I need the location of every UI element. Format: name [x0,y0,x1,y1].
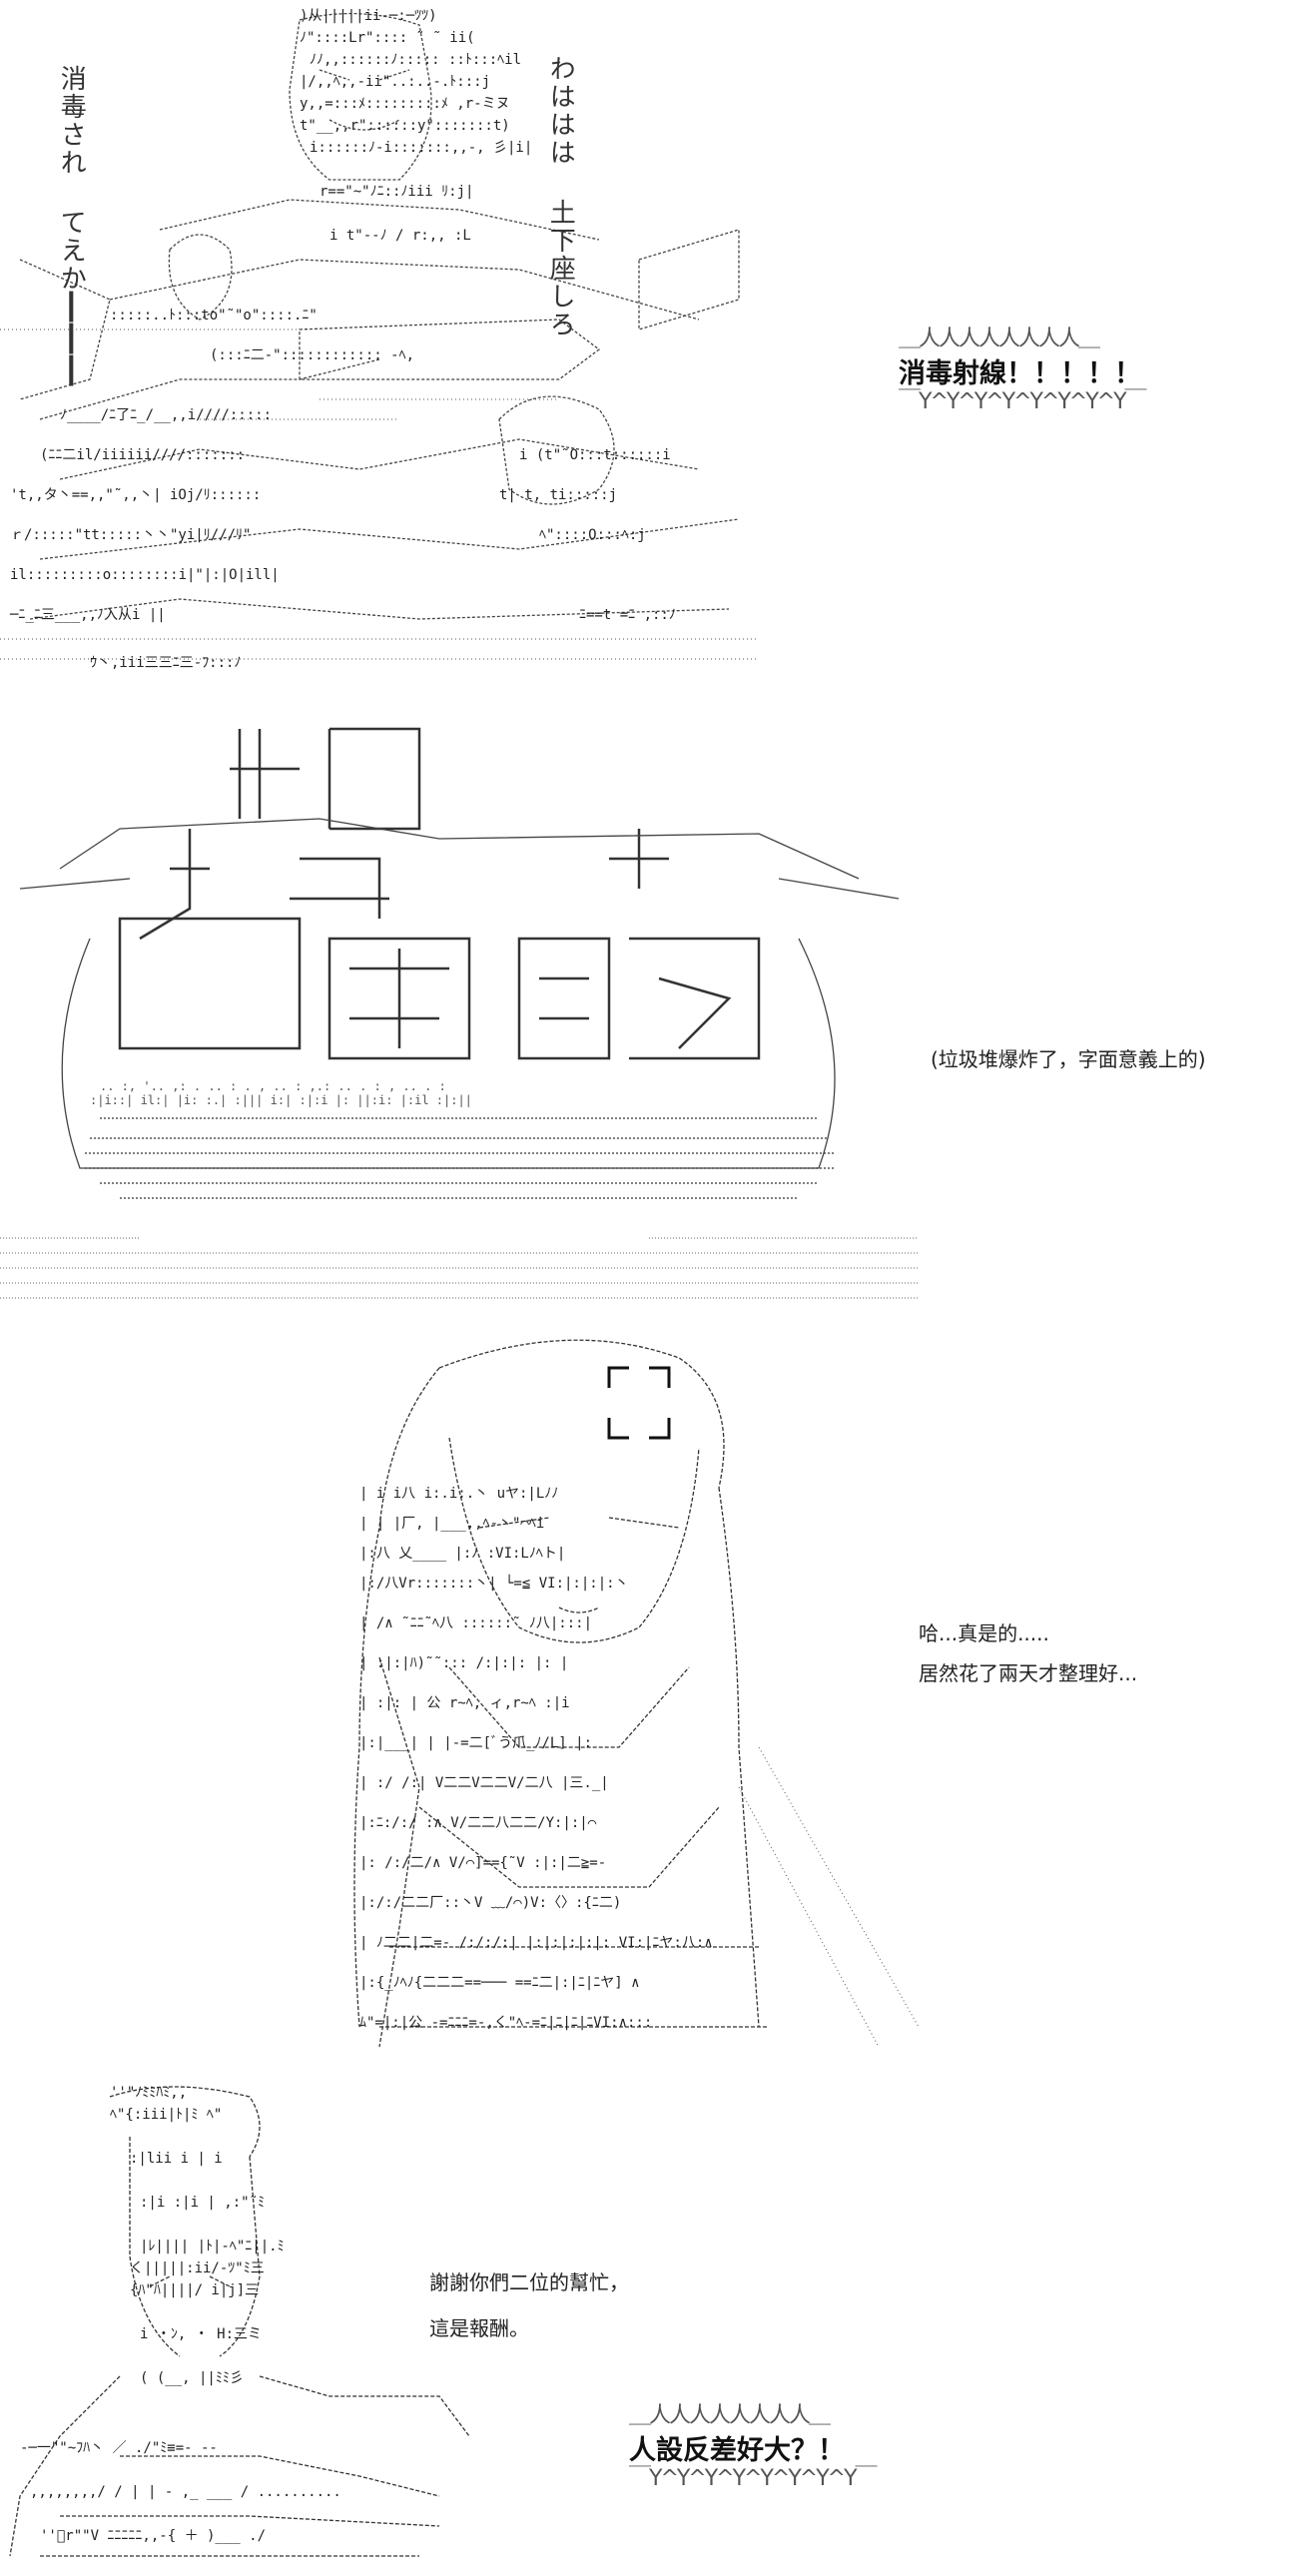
svg-text:i ・ﾝ, ・ H:三ミ: i ・ﾝ, ・ H:三ミ [140,2326,262,2342]
burst-bottom-edge: ￣Y^Y^Y^Y^Y^Y^Y^Y￣ [899,388,1147,414]
svg-text:'t,,タ丶==,,"˜,,丶| iOj/ﾘ::::::: 't,,タ丶==,,"˜,,丶| iOj/ﾘ:::::: [10,487,261,503]
svg-text:ﾉﾉ,,::::::ﾉ::::: ::ﾄ:::ﾍil: ﾉﾉ,,::::::ﾉ::::: ::ﾄ:::ﾍil [310,52,521,68]
svg-text:.. :, '.. ,: . .. : . ,: .. :, '.. ,: . .. : . , .. : ,.: .. . : … [100,1079,446,1093]
svg-text:─ﾆ_ﾆ三___,,ﾉ入从i ||: ─ﾆ_ﾆ三___,,ﾉ入从i || [9,607,166,623]
svg-text:|/,,ﾍ,,-ii"..:..-.ﾄ:::j: |/,,ﾍ,,-ii"..:..-.ﾄ:::j [300,74,490,90]
right-vertical-text: わははは 土下座しろ [544,55,575,338]
svg-text:ﾍ"::::O:::ﾍ:j: ﾍ"::::O:::ﾍ:j [539,527,646,543]
svg-text:t"__,,r"::::::y":::::::t): t"__,,r"::::::y":::::::t) [300,118,510,134]
panel-cleanup-sigh: | i i八 i:.i:.丶 uヤ:|Lﾉﾉ | | |厂, |___,,ﾍ‐丶… [0,1328,1298,2067]
burst-top-edge: ＿人人人人人人人人＿ [899,326,1100,351]
thanks-line-1-text: 謝謝你們二位的幫忙， [429,2270,629,2294]
svg-text:( (__, ||ﾐﾐ彡: ( (__, ||ﾐﾐ彡 [140,2370,244,2386]
explosion-caption: (垃圾堆爆炸了，字面意義上的) [931,1043,1206,1072]
right-vertical-line-1: わははは [545,55,576,167]
svg-text:i t"‐‐ﾉ / r:,, :L: i t"‐‐ﾉ / r:,, :L [329,228,471,244]
burst-bottom-edge-2: ￣Y^Y^Y^Y^Y^Y^Y^Y￣ [629,2465,878,2491]
svg-text:| ﾉ二二|二=‐ /:/:/:| |:|:|:|:|: V: | ﾉ二二|二=‐ /:/:/:| |:|:|:|:|: VI:|ﾆヤ:八:∧ [359,1935,713,1951]
svg-text:ｳ丶,iii三三ﾆ三‐ﾌ:::ﾉ: ｳ丶,iii三三ﾆ三‐ﾌ:::ﾉ [90,655,241,671]
svg-text:ｒ/:::::"tt:::::丶丶"yi|ﾘ///ﾘ": ｒ/:::::"tt:::::丶丶"yi|ﾘ///ﾘ" [10,527,251,543]
svg-text:)从|||||ii-─:─ﾂﾂ): )从|||||ii-─:─ﾂﾂ) [300,8,437,24]
svg-text:ﾉ____/ﾆ了ﾆ_/__,,i////:::::: ﾉ____/ﾆ了ﾆ_/__,,i////::::: [60,407,272,423]
sigh-line-1-text: 哈...真是的..... [919,1621,1049,1645]
thanks-line-1: 謝謝你們二位的幫忙， [429,2266,629,2295]
left-vertical-line-2: てえか┃┃┃ [56,209,87,388]
explosion-caption-text: (垃圾堆爆炸了，字面意義上的) [931,1047,1206,1071]
thanks-line-2: 這是報酬。 [429,2312,529,2341]
shout-text: 消毒射線！！！！！ [899,357,1141,389]
svg-text:il:::::::::o::::::::i|"|:|O|il: il:::::::::o::::::::i|"|:|O|ill| [10,567,280,583]
svg-text:-─一""~ﾌﾊ丶 ／ ./"ﾐ≡=‐ ‐‐: -─一""~ﾌﾊ丶 ／ ./"ﾐ≡=‐ ‐‐ [20,2440,218,2456]
svg-text:| i i八 i:.i:.丶 uヤ:|Lﾉﾉ: | i i八 i:.i:.丶 uヤ:|Lﾉﾉ [359,1486,558,1502]
svg-text:|:|___| | |-=二[ﾞう爪_ﾉ/L] |:: |:|___| | |-=二[ﾞう爪_ﾉ/L] |: [359,1735,592,1751]
svg-text:t| t, ti:::::j: t| t, ti:::::j [499,487,617,503]
panel-disinfect-scene: )从|||||ii-─:─ﾂﾂ) ﾉ"::::Lr":::: ˜ ˜ ii( ﾉ… [0,0,1298,689]
svg-text:(ﾆﾆ二il/iiiiii////:::::::: (ﾆﾆ二il/iiiiii////::::::: [40,447,245,463]
svg-text:く|||||:ii/‐ﾂ"ﾐ三: く|||||:ii/‐ﾂ"ﾐ三 [130,2260,265,2276]
svg-text:y,,=:::ﾒ:::::::::ﾒ ,r‐ミヌ: y,,=:::ﾒ:::::::::ﾒ ,r‐ミヌ [300,96,510,112]
sigh-line-2: 居然花了兩天才整理好... [919,1657,1137,1686]
svg-text:|:{_ﾉﾍﾉ{二二二==─── ==ﾆ二|:|ﾆ|ﾆヤ]: |:{_ﾉﾍﾉ{二二二==─── ==ﾆ二|:|ﾆ|ﾆヤ] ∧ [359,1975,640,1991]
svg-text:i::::::ﾉ-i:::::::,,-, 彡|i|: i::::::ﾉ-i:::::::,,-, 彡|i| [310,140,532,156]
svg-text:ﾉ"::::Lr":::: ˜ ˜ ii(: ﾉ"::::Lr":::: ˜ ˜ ii( [300,30,475,46]
shout-burst-contrast: ＿人人人人人人人人＿ 人設反差好大？！ ￣Y^Y^Y^Y^Y^Y^Y^Y￣ [629,2403,878,2491]
svg-text:r=="~"ﾉﾆ::ﾉiii ﾘ:j|: r=="~"ﾉﾆ::ﾉiii ﾘ:j| [320,184,473,200]
svg-text::::::..ﾄ:::to"˜"o"::::.ﾆ": :::::..ﾄ:::to"˜"o"::::.ﾆ" [110,308,318,323]
svg-text:,,,,,,,,/ / | | ‐ ,_ ___ / ..: ,,,,,,,,/ / | | ‐ ,_ ___ / .......... [30,2484,341,2500]
svg-text:|:八 乂____ |:ﾉ :VI:Lﾉﾍト|: |:八 乂____ |:ﾉ :VI:Lﾉﾍト| [359,1546,565,1562]
svg-text::|i :|i | ,:"˜ﾐ: :|i :|i | ,:"˜ﾐ [140,2195,265,2211]
svg-text:''ﾞr""V ﾆﾆﾆﾆﾆ,,‐{ ＋ )___ ./: ''ﾞr""V ﾆﾆﾆﾆﾆ,,‐{ ＋ )___ ./ [40,2528,266,2544]
svg-text:| :/ /:| V二二V二二V/二八 |三._|: | :/ /:| V二二V二二V/二八 |三._| [359,1775,609,1791]
panel-reward: ''"ﾉﾐﾐﾊﾐ,, ﾍ"{:iii|ﾄ|ﾐ ﾍ" :|lii i | i :|… [0,2077,1298,2576]
thanks-line-2-text: 這是報酬。 [429,2316,529,2340]
svg-text::|lii i | i: :|lii i | i [130,2151,223,2167]
svg-text:|:/八Vr:::::::丶| └=≦ VI:|:|:|:丶: |:/八Vr:::::::丶| └=≦ VI:|:|:|:丶 [359,1575,629,1592]
svg-text:ﾆ==t =ﾆ ,::ﾉ: ﾆ==t =ﾆ ,::ﾉ [579,607,676,623]
svg-text:|:ﾆ:/:/ :∧ V/二二八二二/Y:|:|⌒: |:ﾆ:/:/ :∧ V/二二八二二/Y:|:|⌒ [359,1815,597,1831]
svg-text:i (t"˜O:::t::::::i: i (t"˜O:::t::::::i [519,447,671,463]
svg-text::|i::| il:| |i: :.| :||| i: :|i::| il:| |i: :.| :||| i:| :|:i |: ||:… [90,1093,472,1107]
ascii-art-sighing-girl: | i i八 i:.i:.丶 uヤ:|Lﾉﾉ | | |厂, |___,,ﾍ‐丶… [320,1328,939,2067]
burst-top-edge-2: ＿人人人人人人人人＿ [629,2403,831,2428]
svg-text:|: /:/二/∧ V/⌒]=={˜V :|:|二≧=-: |: /:/二/∧ V/⌒]=={˜V :|:|二≧=- [359,1855,606,1871]
svg-text:| :|: | 公 r~ﾍ, ィ,r~ﾍ :: | :|: | 公 r~ﾍ, ィ,r~ﾍ :|i [359,1695,570,1711]
ascii-art-disinfect-crowd: )从|||||ii-─:─ﾂﾂ) ﾉ"::::Lr":::: ˜ ˜ ii( ﾉ… [0,0,759,689]
right-vertical-line-2: 土下座しろ [545,199,576,338]
sigh-line-2-text: 居然花了兩天才整理好... [919,1661,1138,1685]
svg-text:| | |厂, |___,,ﾍ‐丶"⌒ﾍi: | | |厂, |___,,ﾍ‐丶"⌒ﾍi [359,1516,544,1532]
svg-text:(:::ﾆ二‐":::::::::::: -ﾍ,: (:::ﾆ二‐":::::::::::: -ﾍ, [210,347,414,363]
svg-text:ﾑ"=|:|公 ‐=ﾆﾆﾆ=‐,く"ﾍ‐=ﾆ|ﾆ|ﾆ|ﾆVI: ﾑ"=|:|公 ‐=ﾆﾆﾆ=‐,く"ﾍ‐=ﾆ|ﾆ|ﾆ|ﾆVI:∧::: [359,2015,652,2031]
svg-text:''"ﾉﾐﾐﾊﾐ,,: ''"ﾉﾐﾐﾊﾐ,, [110,2085,187,2101]
svg-text:|ﾚ|||| |ﾄ|‐ﾍ"ﾆ||.ﾐ: |ﾚ|||| |ﾄ|‐ﾍ"ﾆ||.ﾐ [140,2239,285,2254]
ascii-art-explosion: .. :, '.. ,: . .. : . , .. : ,.: .. . : … [0,699,919,1318]
shout-burst-disinfect: ＿人人人人人人人人＿ 消毒射線！！！！！ ￣Y^Y^Y^Y^Y^Y^Y^Y￣ [899,326,1147,414]
ascii-art-old-man: ''"ﾉﾐﾐﾊﾐ,, ﾍ"{:iii|ﾄ|ﾐ ﾍ" :|lii i | i :|… [0,2077,479,2576]
panel-explosion: .. :, '.. ,: . .. : . , .. : ,.: .. . : … [0,699,1298,1318]
svg-text:| :|:|ﾊ)˜˜::: /:|:|: |: |: | :|:|ﾊ)˜˜::: /:|:|: |: | [359,1655,568,1671]
svg-text:{ﾊ"ﾊ||||/ i|j]三: {ﾊ"ﾊ||||/ i|j]三 [130,2282,259,2298]
svg-text:ﾍ"{:iii|ﾄ|ﾐ ﾍ": ﾍ"{:iii|ﾄ|ﾐ ﾍ" [110,2107,222,2123]
left-vertical-text: 消毒され てえか┃┃┃ [55,65,86,388]
svg-text:| /∧ ˜ﾆﾆ˜ﾍ八 ::::::˜ ﾉ八|:::|: | /∧ ˜ﾆﾆ˜ﾍ八 ::::::˜ ﾉ八|:::| [359,1615,592,1631]
svg-text:|:/:/二二厂::丶V ﹏/⌒)V:〈〉:{ﾆ二): |:/:/二二厂::丶V ﹏/⌒)V:〈〉:{ﾆ二) [359,1895,621,1911]
sigh-line-1: 哈...真是的..... [919,1617,1049,1646]
left-vertical-line-1: 消毒され [56,65,87,177]
contrast-shout-text: 人設反差好大？！ [629,2434,845,2466]
